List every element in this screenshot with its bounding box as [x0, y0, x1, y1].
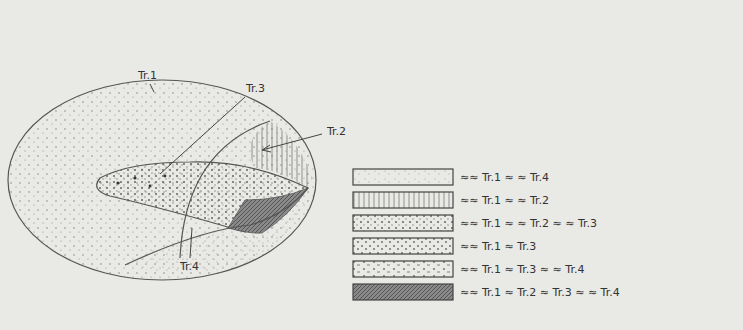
- legend-text: ≈≈ Tr.1 ≈ Tr.2 ≈ Tr.3 ≈ ≈ Tr.4: [460, 286, 620, 299]
- region-label: Tr.1: [138, 70, 157, 82]
- region-label: Tr.4: [180, 261, 199, 273]
- legend-text: ≈≈ Tr.1 ≈ Tr.3: [460, 240, 536, 253]
- legend-swatch: [352, 168, 454, 186]
- legend-text: ≈≈ Tr.1 ≈ ≈ Tr.2: [460, 194, 549, 207]
- legend-text: ≈≈ Tr.1 ≈ ≈ Tr.2 ≈ ≈ Tr.3: [460, 217, 597, 230]
- legend-text: ≈≈ Tr.1 ≈ Tr.3 ≈ ≈ Tr.4: [460, 263, 584, 276]
- legend-swatch: [352, 191, 454, 209]
- region-label: Tr.2: [327, 126, 346, 138]
- legend-swatch: [352, 214, 454, 232]
- legend-swatch: [352, 283, 454, 301]
- region-label: Tr.3: [246, 83, 265, 95]
- legend-swatch: [352, 237, 454, 255]
- legend-text: ≈≈ Tr.1 ≈ ≈ Tr.4: [460, 171, 549, 184]
- legend-swatch: [352, 260, 454, 278]
